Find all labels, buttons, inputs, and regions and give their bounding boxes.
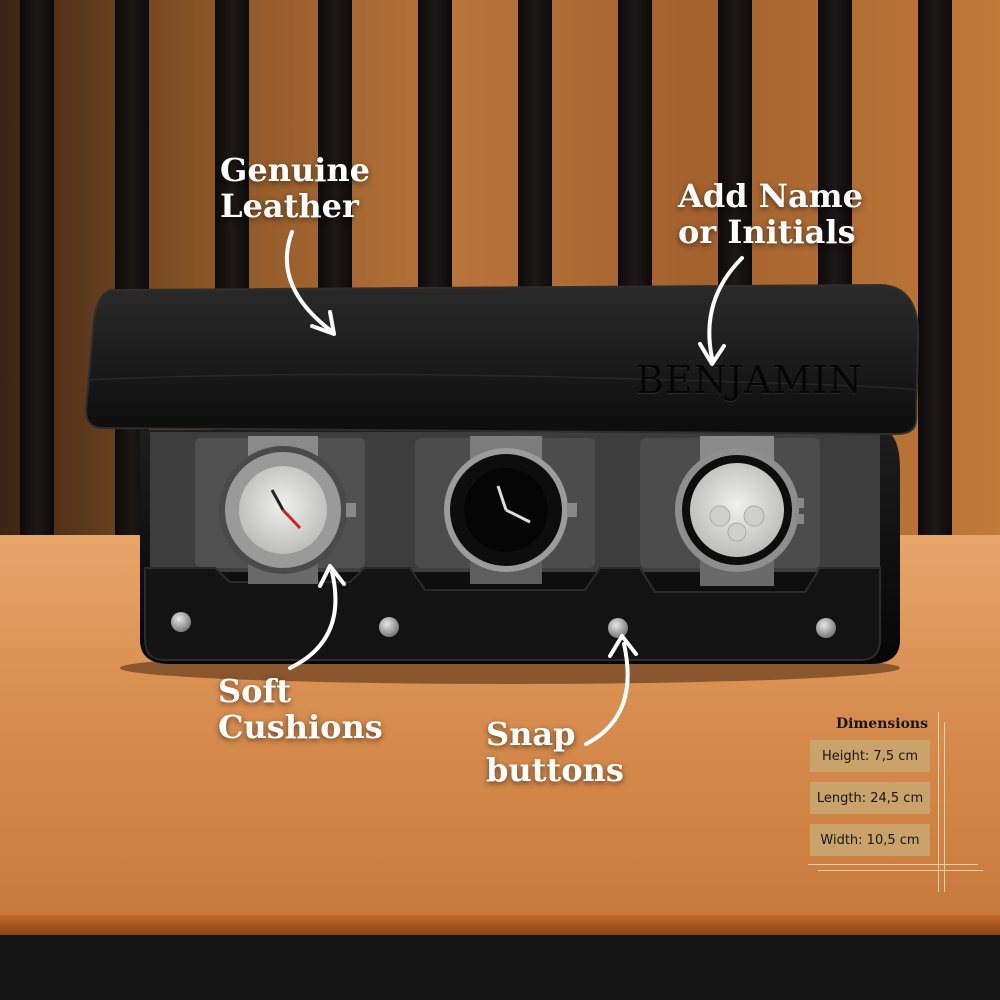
dimension-length: Length: 24,5 cm: [810, 782, 930, 814]
dimensions-title: Dimensions: [836, 716, 928, 732]
label-add-name: Add Name or Initials: [678, 177, 863, 251]
watch-left: [219, 436, 356, 584]
engraved-name: BENJAMIN: [636, 358, 863, 402]
dimensions-panel: Dimensions Height: 7,5 cm Length: 24,5 c…: [808, 712, 988, 892]
label-snap-buttons: Snap buttons: [486, 715, 624, 789]
dimension-width: Width: 10,5 cm: [810, 824, 930, 856]
label-soft-cushions: Soft Cushions: [218, 672, 383, 746]
watch-middle: [444, 436, 577, 584]
snap-button-icon: [171, 612, 836, 638]
label-genuine-leather: Genuine Leather: [220, 151, 370, 225]
watch-right: [675, 436, 804, 586]
dimension-height: Height: 7,5 cm: [810, 740, 930, 772]
